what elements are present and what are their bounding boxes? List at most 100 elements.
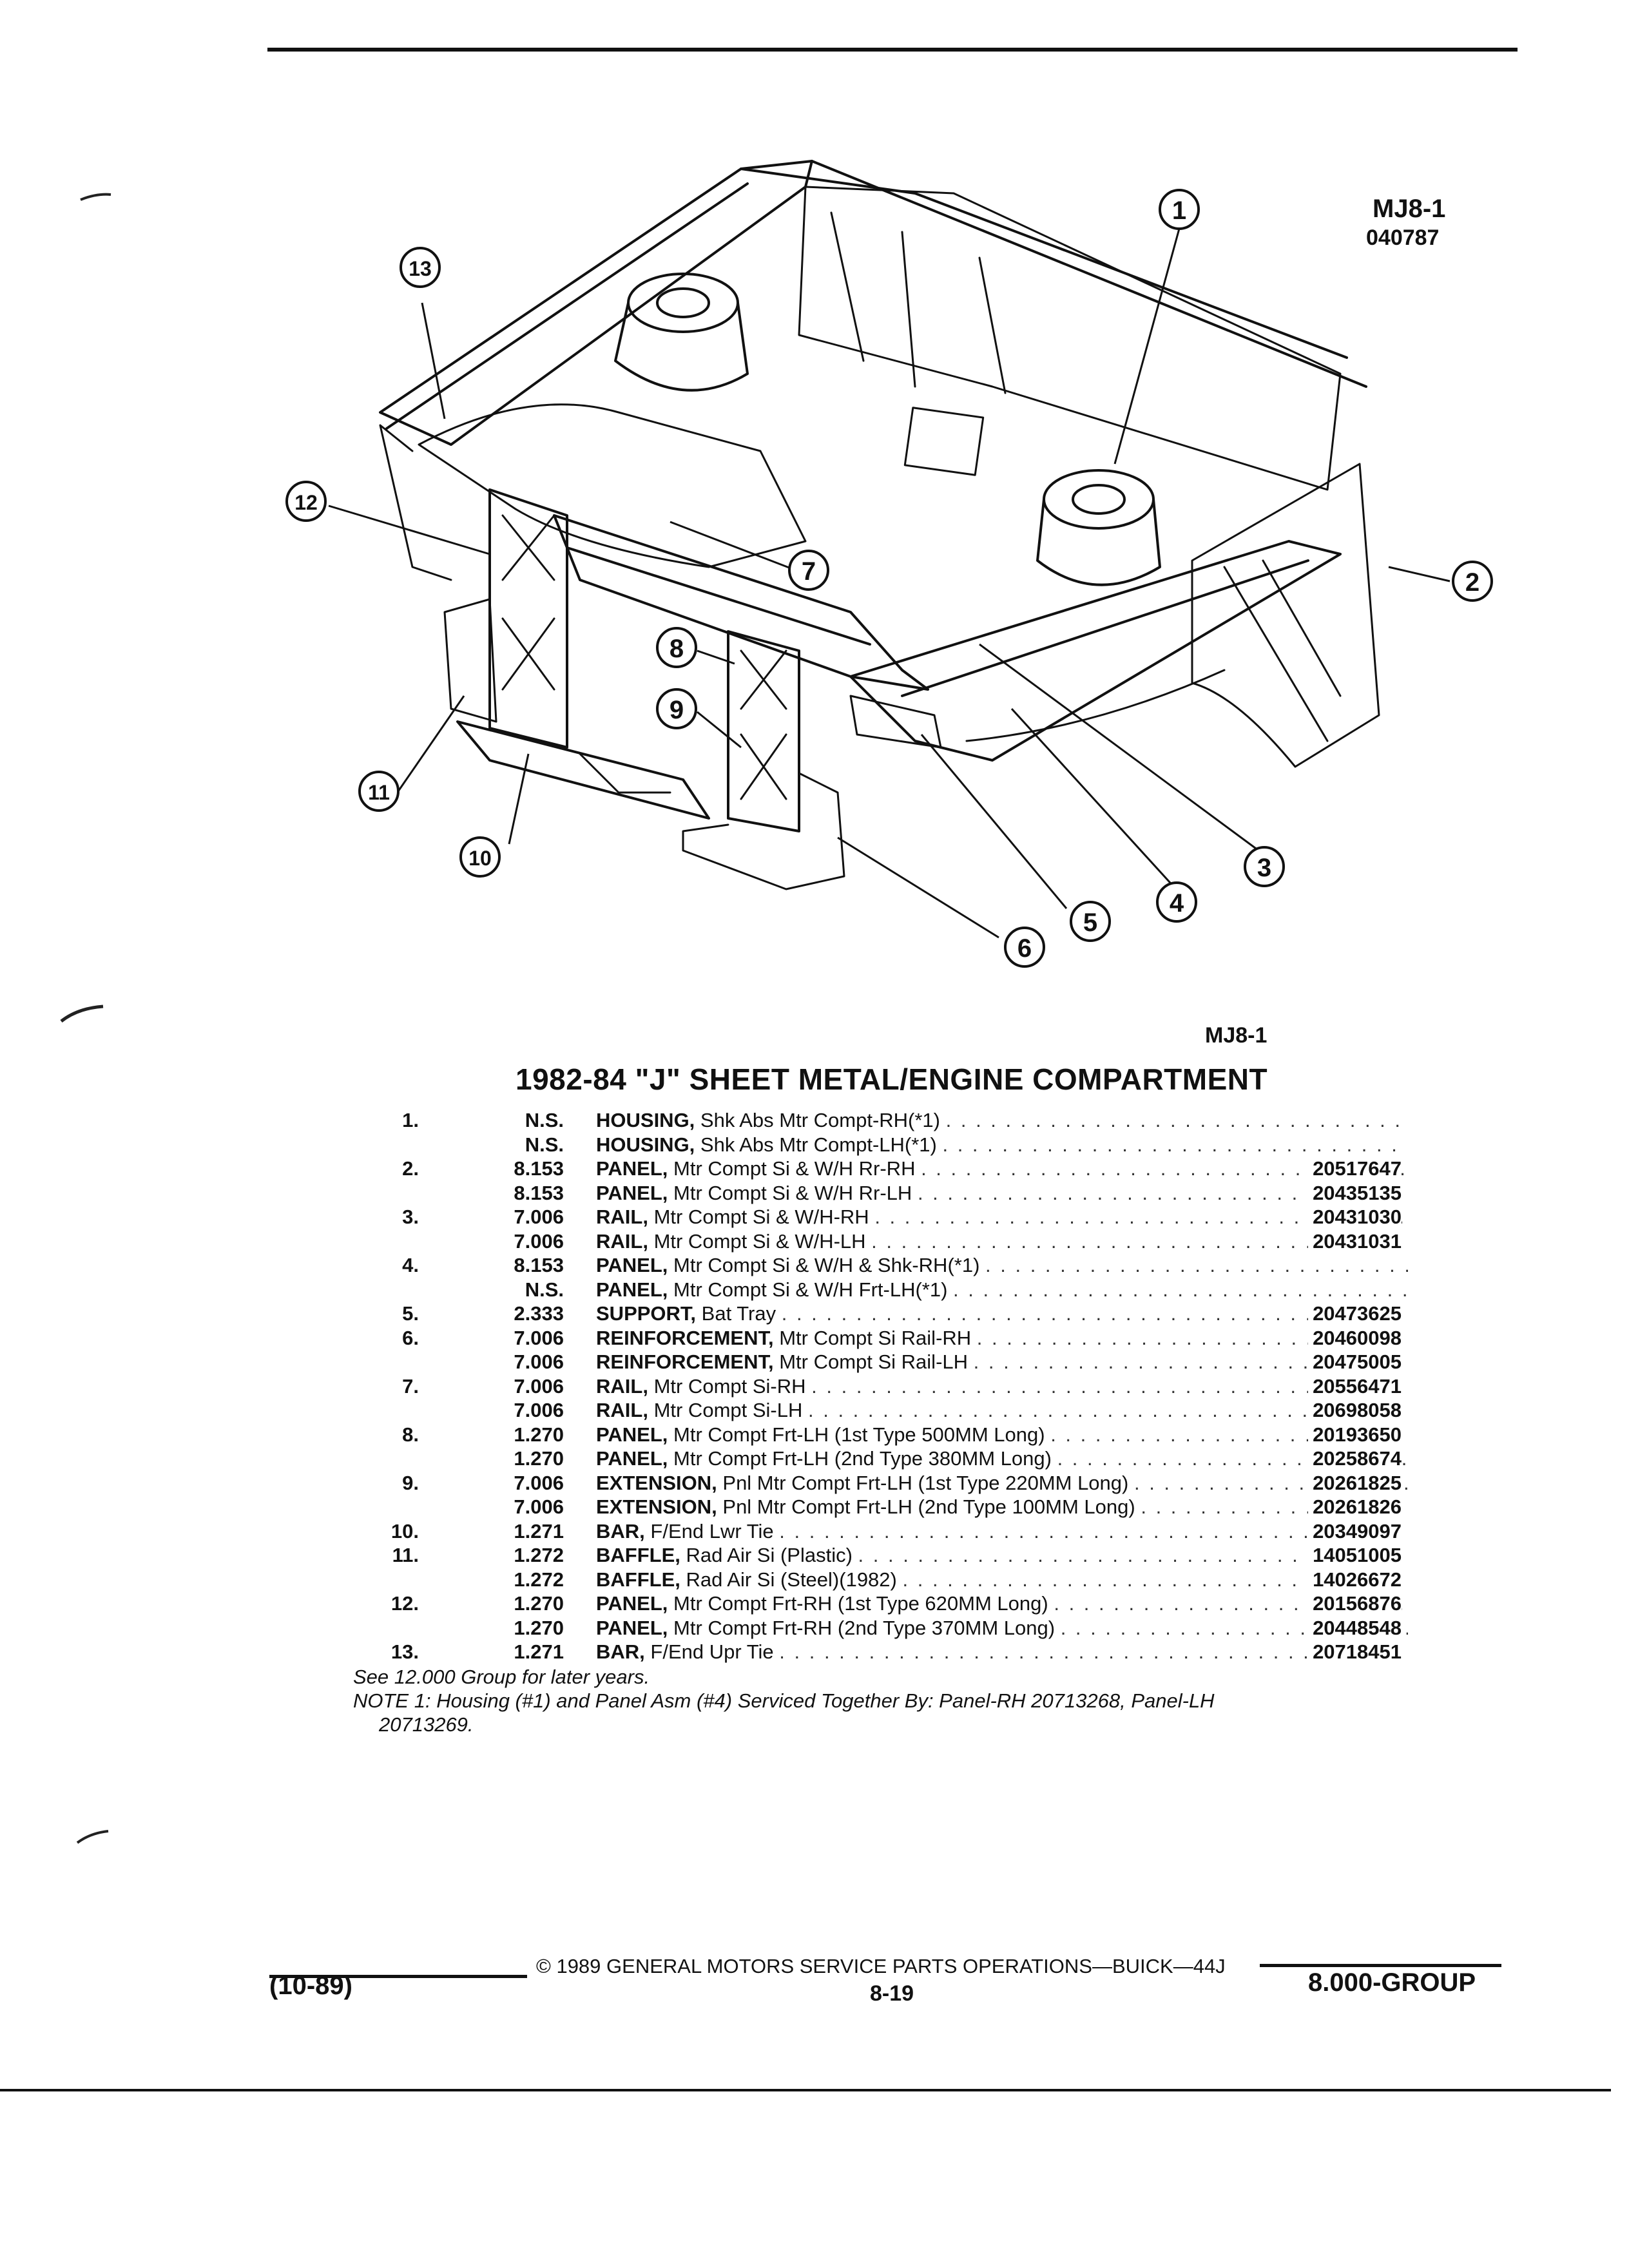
callout-10 <box>459 836 501 878</box>
parts-row: 13. 1.271 BAR, F/End Upr Tie . . . . . . .… <box>361 1640 1408 1664</box>
front-panel-rh <box>488 488 568 749</box>
parts-row: 7.006 REINFORCEMENT, Mtr Compt Si Rail-LH… <box>361 1350 1408 1374</box>
leader-dots: . . . . . . . . . . . . . . . . . . . . … <box>985 1254 1408 1276</box>
parts-part-number: 20431031 <box>1308 1229 1402 1253</box>
parts-name: PANEL, <box>596 1447 668 1470</box>
parts-detail: Rad Air Si (Steel)(1982) <box>686 1568 897 1591</box>
parts-row: 4. 8.153 PANEL, Mtr Compt Si & W/H & Shk-R… <box>361 1253 1408 1278</box>
parts-part-number: 20517647 <box>1308 1157 1402 1181</box>
parts-group-number: 8.153 <box>514 1157 564 1180</box>
callout-5 <box>1070 901 1111 942</box>
margin-marks <box>60 193 111 1844</box>
parts-group-number: 7.006 <box>514 1495 564 1518</box>
callout-8 <box>656 627 697 668</box>
parts-group-number: 7.006 <box>514 1229 564 1253</box>
parts-name: BAR, <box>596 1519 645 1542</box>
callout-label-13: 13 <box>409 257 432 280</box>
parts-description: BAR, F/End Lwr Tie . . . . . . . . . . .… <box>596 1519 1408 1544</box>
parts-description: BAR, F/End Upr Tie . . . . . . . . . . .… <box>596 1640 1408 1664</box>
header-rule <box>267 48 1518 52</box>
figure-caption: MJ8-1 <box>1205 1023 1268 1048</box>
parts-description: BAFFLE, Rad Air Si (Steel)(1982) . . . .… <box>596 1568 1408 1592</box>
leader-dots: . . . . . . . . . . . . . . . . . . . . … <box>942 1133 1408 1156</box>
upper-tie-bar <box>379 160 813 446</box>
parts-group-number: 1.272 <box>514 1544 564 1566</box>
parts-name: BAFFLE, <box>596 1544 680 1566</box>
parts-index: 9. <box>402 1471 419 1494</box>
parts-name: EXTENSION, <box>596 1471 717 1494</box>
parts-group-number: N.S. <box>525 1109 564 1131</box>
parts-row: 1.270 PANEL, Mtr Compt Frt-LH (2nd Type 3… <box>361 1446 1408 1471</box>
parts-index: 12. <box>390 1592 419 1615</box>
parts-part-number: 20435135 <box>1308 1180 1402 1205</box>
parts-name: SUPPORT, <box>596 1302 697 1325</box>
parts-part-number: 14026672 <box>1308 1567 1402 1591</box>
parts-name: PANEL, <box>596 1254 668 1276</box>
parts-group-number: 1.270 <box>514 1616 564 1639</box>
parts-group-number: 7.006 <box>514 1350 564 1373</box>
note-1-line-2: 20713269. <box>379 1713 474 1736</box>
figure-date-code: 040787 <box>1366 226 1440 250</box>
parts-index: 1. <box>402 1109 419 1131</box>
parts-part-number: 20261825 <box>1308 1470 1402 1495</box>
parts-detail: Mtr Compt Si-RH <box>653 1374 806 1398</box>
parts-description: RAIL, Mtr Compt Si-LH . . . . . . . . . … <box>596 1398 1408 1423</box>
callout-7 <box>788 550 829 591</box>
parts-name: BAFFLE, <box>596 1568 680 1591</box>
parts-name: HOUSING, <box>596 1109 695 1131</box>
parts-name: PANEL, <box>596 1423 668 1446</box>
parts-index: 4. <box>402 1254 419 1276</box>
parts-description: PANEL, Mtr Compt Frt-LH (1st Type 500MM … <box>596 1423 1408 1447</box>
parts-description: RAIL, Mtr Compt Si & W/H-LH . . . . . . … <box>596 1229 1408 1254</box>
parts-part-number: 20556471 <box>1308 1374 1402 1398</box>
parts-name: PANEL, <box>596 1181 668 1204</box>
callout-label-3: 3 <box>1257 854 1271 882</box>
parts-group-number: N.S. <box>525 1133 564 1156</box>
parts-list: 1. N.S. HOUSING, Shk Abs Mtr Compt-RH(*1) … <box>361 1108 1408 1664</box>
leader-dots: . . . . . . . . . . . . . . . . . . . . … <box>779 1519 1408 1542</box>
callout-1 <box>1159 189 1200 230</box>
parts-group-number: 8.153 <box>514 1254 564 1276</box>
parts-index: 7. <box>402 1374 419 1398</box>
parts-name: RAIL, <box>596 1206 648 1228</box>
callout-11 <box>358 771 400 812</box>
callout-label-1: 1 <box>1172 197 1186 225</box>
callout-label-6: 6 <box>1017 934 1032 963</box>
note-1-line-1: NOTE 1: Housing (#1) and Panel Asm (#4) … <box>353 1689 1215 1712</box>
callout-label-2: 2 <box>1465 568 1480 597</box>
parts-name: PANEL, <box>596 1157 668 1180</box>
parts-group-number: 7.006 <box>514 1399 564 1421</box>
parts-description: HOUSING, Shk Abs Mtr Compt-RH(*1) . . . … <box>596 1108 1408 1133</box>
rh-side-panel <box>1191 463 1380 768</box>
parts-index: 6. <box>402 1326 419 1349</box>
parts-group-number: 1.270 <box>514 1447 564 1470</box>
parts-index: 13. <box>390 1640 419 1663</box>
parts-name: PANEL, <box>596 1278 668 1301</box>
parts-detail: Mtr Compt Si & W/H & Shk-RH(*1) <box>673 1254 980 1276</box>
parts-description: PANEL, Mtr Compt Si & W/H & Shk-RH(*1) .… <box>596 1253 1408 1278</box>
parts-description: REINFORCEMENT, Mtr Compt Si Rail-LH . . … <box>596 1350 1408 1374</box>
callout-label-12: 12 <box>294 491 318 514</box>
parts-detail: Mtr Compt Frt-LH (2nd Type 380MM Long) <box>673 1447 1052 1470</box>
parts-row: 9. 7.006 EXTENSION, Pnl Mtr Compt Frt-LH (… <box>361 1470 1408 1495</box>
parts-group-number: 7.006 <box>514 1471 564 1494</box>
parts-name: HOUSING, <box>596 1133 695 1156</box>
parts-detail: F/End Lwr Tie <box>650 1519 774 1542</box>
callout-label-9: 9 <box>670 696 684 724</box>
rh-side-rail <box>849 540 1342 762</box>
parts-part-number: 14051005 <box>1308 1543 1402 1568</box>
parts-name: RAIL, <box>596 1229 648 1253</box>
dash-panel <box>798 186 1342 491</box>
leader-dots: . . . . . . . . . . . . . . . . . . . . … <box>781 1302 1408 1325</box>
parts-detail: Pnl Mtr Compt Frt-LH (1st Type 220MM Lon… <box>722 1471 1129 1494</box>
parts-name: RAIL, <box>596 1399 648 1421</box>
parts-group-number: 1.271 <box>514 1640 564 1663</box>
parts-description: EXTENSION, Pnl Mtr Compt Frt-LH (1st Typ… <box>596 1471 1408 1495</box>
parts-description: EXTENSION, Pnl Mtr Compt Frt-LH (2nd Typ… <box>596 1495 1408 1519</box>
parts-row: N.S.PANEL, Mtr Compt Si & W/H Frt-LH(*1)… <box>361 1278 1408 1302</box>
parts-name: REINFORCEMENT, <box>596 1350 774 1373</box>
